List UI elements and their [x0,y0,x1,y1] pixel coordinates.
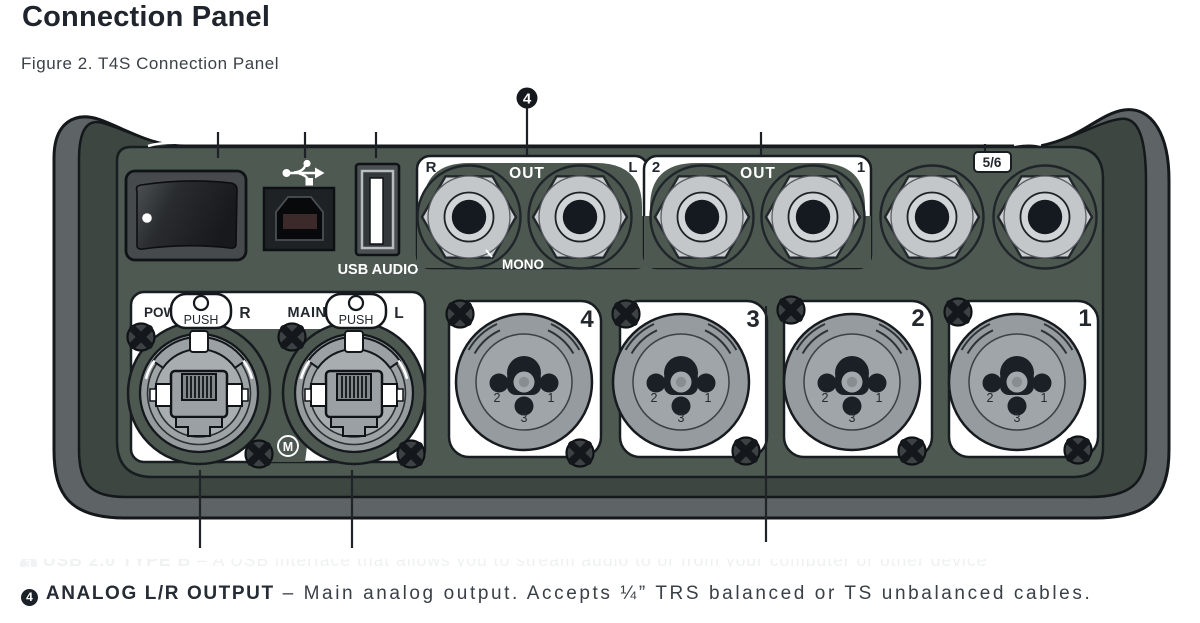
svg-text:R: R [426,159,437,176]
svg-text:1: 1 [1078,305,1091,332]
svg-text:M: M [283,440,293,454]
svg-text:5/6: 5/6 [983,155,1002,170]
svg-text:R: R [239,305,250,322]
svg-text:L: L [394,305,403,322]
svg-text:OUT: OUT [509,165,545,182]
svg-text:3: 3 [746,306,759,333]
svg-text:4: 4 [523,91,532,108]
svg-text:1: 1 [857,159,865,176]
svg-text:2: 2 [652,159,660,176]
svg-text:USB AUDIO: USB AUDIO [338,262,419,278]
svg-text:2: 2 [911,305,924,332]
svg-text:MONO: MONO [502,257,544,272]
svg-text:OUT: OUT [740,165,776,182]
svg-text:MAIN: MAIN [287,305,326,321]
svg-text:L: L [628,159,637,176]
svg-text:4: 4 [580,306,594,333]
